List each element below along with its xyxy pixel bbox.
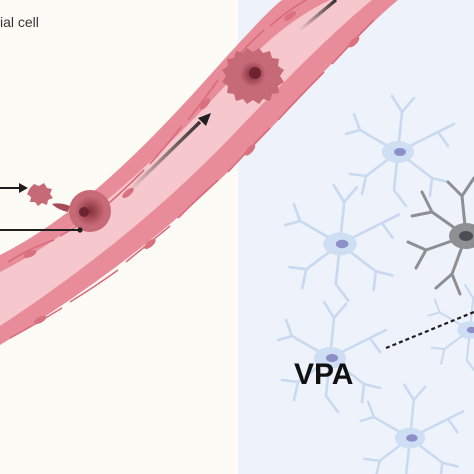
migration-arrow-upper — [298, 0, 338, 32]
vpa-label: VPA — [294, 358, 353, 391]
vessel-wall — [0, 0, 398, 345]
extravasating-tumor-cell — [27, 183, 111, 232]
leader-arrowhead — [19, 183, 28, 193]
cell-fragment — [27, 183, 53, 206]
cell-label: ial cell — [0, 14, 39, 30]
label-leader-lines — [0, 187, 80, 231]
neuron-cluster — [276, 94, 474, 474]
vpa-dotted-line — [385, 310, 474, 350]
endothelial-nuclei — [23, 11, 360, 325]
circulating-tumor-cell — [222, 48, 284, 104]
dark-neuron-cell — [406, 176, 474, 296]
leader-dot — [77, 227, 83, 233]
migration-arrow-lower — [126, 113, 211, 194]
